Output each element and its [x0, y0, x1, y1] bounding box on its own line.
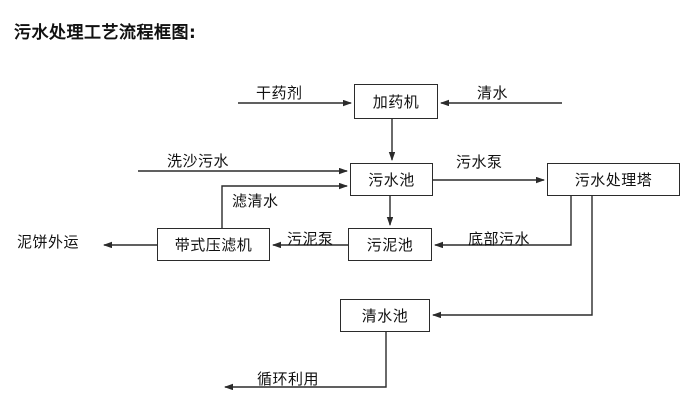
node-belt-filter-press[interactable]: 带式压滤机 [157, 228, 270, 261]
label-recycle-reuse: 循环利用 [257, 370, 320, 388]
node-clear-water-pool-label: 清水池 [361, 307, 409, 325]
edge-tower-to-clear [432, 196, 593, 319]
label-mud-cake-transport-out: 泥饼外运 [17, 233, 80, 251]
edge-tower-to-sludge [434, 196, 572, 249]
node-sludge-pool-label: 污泥池 [366, 236, 414, 254]
label-wash-sand-wastewater: 洗沙污水 [167, 152, 230, 170]
node-dosing-machine[interactable]: 加药机 [354, 84, 438, 119]
node-dosing-machine-label: 加药机 [372, 93, 420, 111]
page-title: 污水处理工艺流程框图: [14, 23, 197, 43]
label-clean-water: 清水 [477, 84, 509, 102]
node-treatment-tower-label: 污水处理塔 [574, 171, 653, 189]
label-filtered-clear-water: 滤清水 [232, 192, 279, 210]
label-dry-agent: 干药剂 [256, 84, 303, 102]
node-belt-filter-press-label: 带式压滤机 [174, 236, 253, 254]
node-sludge-pool[interactable]: 污泥池 [348, 228, 432, 261]
node-treatment-tower[interactable]: 污水处理塔 [547, 163, 680, 196]
node-sewage-pool[interactable]: 污水池 [350, 163, 433, 196]
node-sewage-pool-label: 污水池 [368, 171, 415, 189]
label-sewage-pump: 污水泵 [456, 153, 503, 171]
node-clear-water-pool[interactable]: 清水池 [340, 299, 430, 332]
label-sludge-pump: 污泥泵 [287, 230, 334, 248]
edge-press-to-sewage [221, 182, 348, 228]
edge-clear-to-recycle [224, 332, 387, 391]
label-bottom-sewage: 底部污水 [468, 230, 531, 248]
